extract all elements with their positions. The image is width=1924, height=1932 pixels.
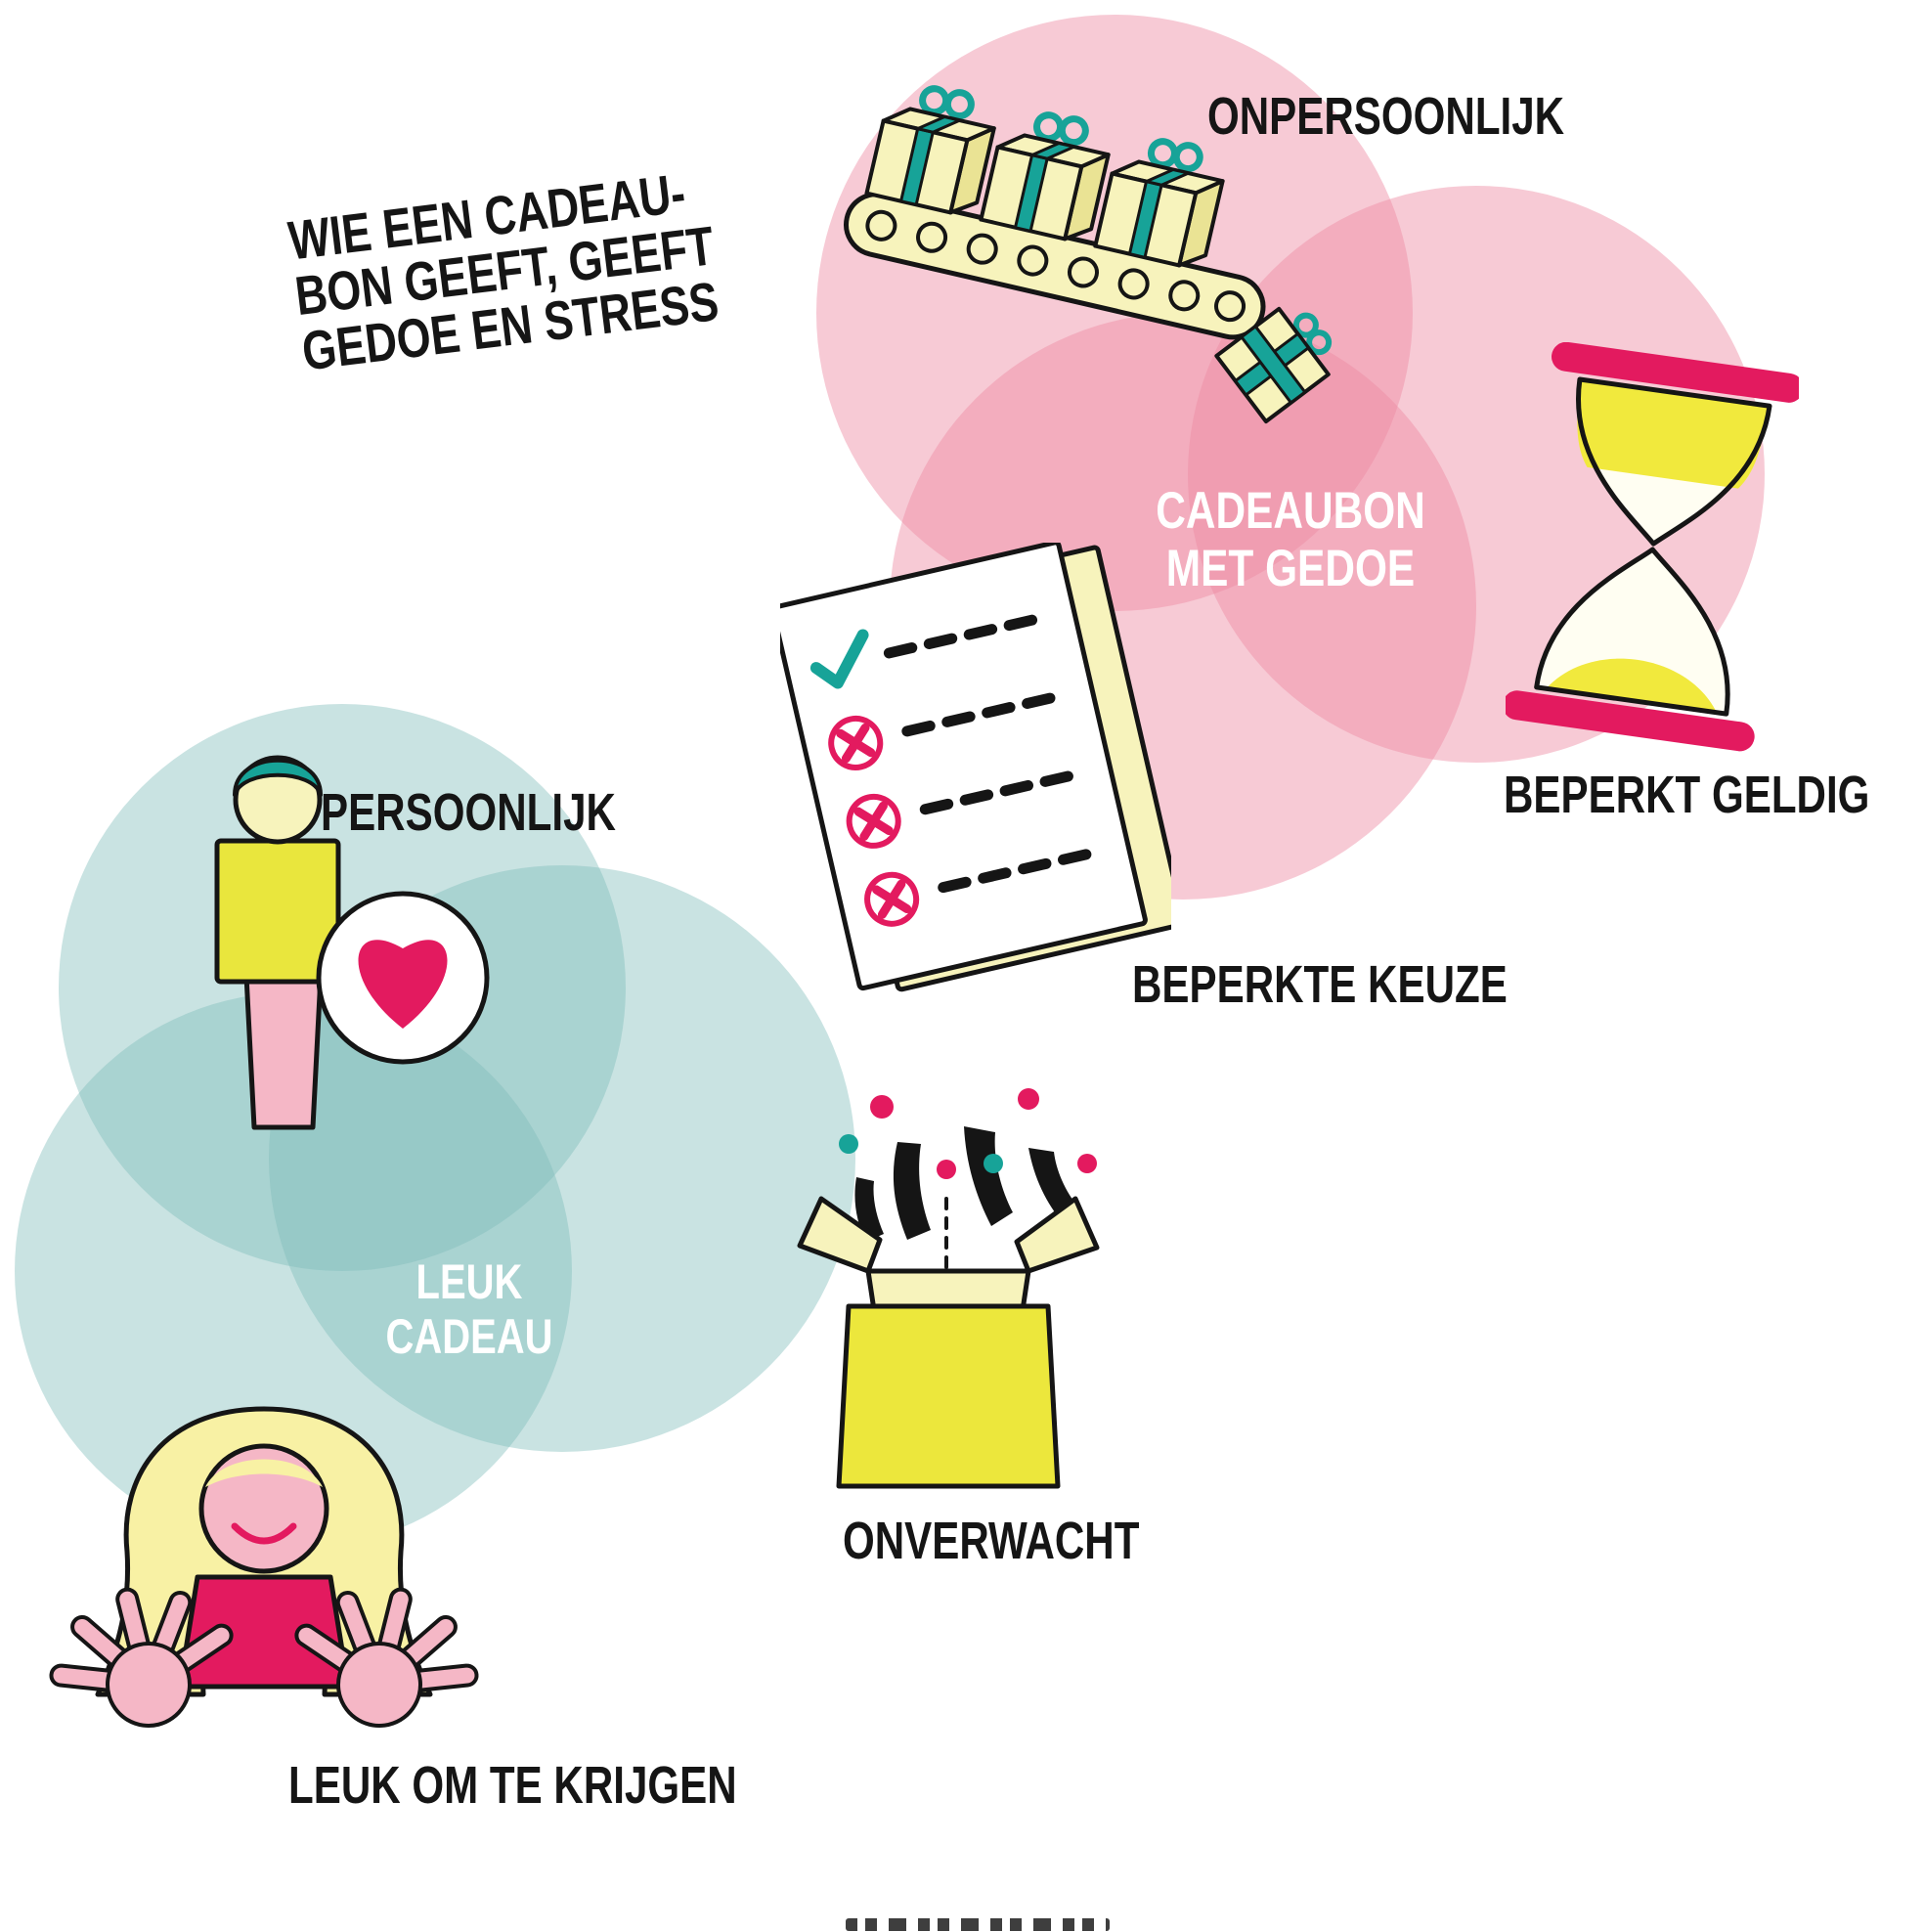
happy-receiver-icon xyxy=(39,1393,489,1755)
page-title: WIE EEN CADEAU- BON GEEFT, GEEFT GEDOE E… xyxy=(285,161,723,382)
open-hand-left xyxy=(49,1587,234,1728)
center-label-line-2: MET GEDOE xyxy=(1165,540,1416,598)
label-cadeaubon-met-gedoe: CADEAUBON MET GEDOE xyxy=(1134,482,1447,598)
gift-box xyxy=(1093,138,1225,268)
open-hand-right xyxy=(294,1587,479,1728)
center-label-line-1: CADEAUBON xyxy=(1156,482,1425,540)
checklist-icon xyxy=(770,540,1187,992)
label-beperkte-keuze: BEPERKTE KEUZE xyxy=(1132,955,1508,1014)
center-label-line-2: CADEAU xyxy=(385,1309,553,1364)
center-label-line-1: LEUK xyxy=(415,1254,523,1309)
label-leuk-cadeau: LEUK CADEAU xyxy=(352,1254,587,1364)
hourglass-icon xyxy=(1502,341,1804,763)
surprise-box-icon xyxy=(772,1044,1115,1514)
gift-box xyxy=(864,85,996,215)
label-beperkt-geldig: BEPERKT GELDIG xyxy=(1504,766,1870,824)
falling-gift-box xyxy=(1214,306,1333,424)
label-leuk-om-te-krijgen: LEUK OM TE KRIJGEN xyxy=(288,1756,737,1815)
label-persoonlijk: PERSOONLIJK xyxy=(321,783,616,842)
clipped-credit-text xyxy=(846,1918,1110,1931)
person-with-heart-icon xyxy=(176,741,499,1162)
label-onpersoonlijk: ONPERSOONLIJK xyxy=(1207,87,1565,146)
gift-box xyxy=(979,111,1111,242)
label-onverwacht: ONVERWACHT xyxy=(843,1512,1140,1570)
gift-conveyor-icon xyxy=(841,12,1364,437)
